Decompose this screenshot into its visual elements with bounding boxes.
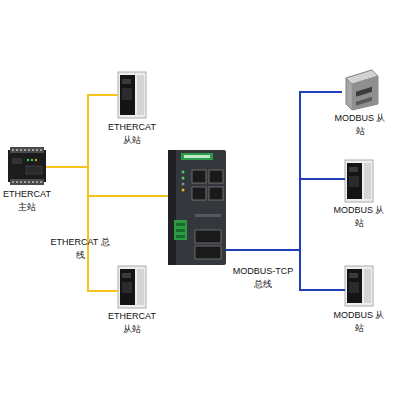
node-label: MODBUS 从站 (332, 112, 388, 138)
slave-drive: ETHERCAT 从站 (118, 266, 146, 308)
drive-illustration (345, 266, 373, 306)
module-illustration (346, 70, 378, 110)
bus-label: MODBUS-TCP 总线 (228, 265, 298, 291)
slave-module: MODBUS 从站 (342, 70, 378, 110)
gateway-device (168, 150, 226, 265)
slave-drive: ETHERCAT 从站 (118, 72, 146, 118)
slave-drive: MODBUS 从站 (345, 160, 373, 202)
drive-illustration (118, 72, 146, 118)
bus-connector (226, 179, 345, 250)
node-label: MODBUS 从站 (331, 309, 387, 335)
bus-connector (46, 167, 118, 291)
bus-label: ETHERCAT 总线 (50, 236, 110, 262)
node-label: MODBUS 从站 (331, 204, 387, 230)
bus-connector (226, 92, 342, 250)
bus-connector (46, 95, 118, 167)
gateway-illustration (168, 150, 226, 265)
bus-connector (46, 167, 168, 196)
bus-connector (226, 250, 345, 290)
plc-illustration (8, 147, 46, 185)
drive-illustration (118, 266, 146, 308)
master-plc: ETHERCAT 主站 (8, 148, 46, 184)
slave-drive: MODBUS 从站 (345, 266, 373, 306)
node-label: ETHERCAT 从站 (104, 310, 160, 336)
drive-illustration (345, 160, 373, 202)
node-label: ETHERCAT 主站 (0, 188, 55, 214)
node-label: ETHERCAT 从站 (104, 121, 160, 147)
